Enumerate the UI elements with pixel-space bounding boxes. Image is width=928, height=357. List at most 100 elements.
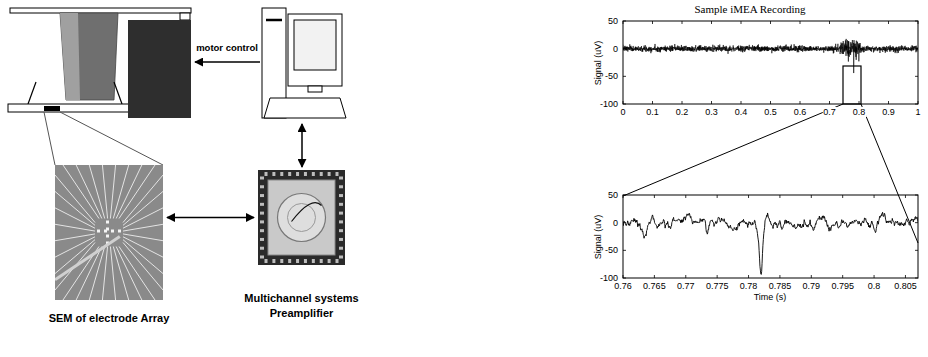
stage-illustration <box>180 13 190 20</box>
zoom-box <box>623 104 843 196</box>
sem-image <box>63 165 99 219</box>
preamp-photo <box>339 247 343 250</box>
tick-label: 0.77 <box>676 281 696 291</box>
sem-image <box>55 165 163 300</box>
tick-mark <box>915 250 918 251</box>
tick-mark <box>652 21 653 24</box>
tick-mark <box>915 195 918 196</box>
tick-label: 0.3 <box>704 107 719 117</box>
preamp-photo <box>258 170 345 265</box>
tick-mark <box>811 195 812 198</box>
tick-label: 50 <box>607 16 619 26</box>
computer-icon <box>264 98 346 118</box>
tick-mark <box>623 21 918 278</box>
signal-trace <box>623 39 918 73</box>
plot-frame <box>623 21 918 104</box>
image-caption: SEM of electrode Array <box>49 311 170 326</box>
preamp-photo <box>260 229 264 232</box>
stage-illustration <box>28 82 36 104</box>
sem-image <box>123 240 163 274</box>
preamp-photo <box>339 194 343 197</box>
sem-image <box>113 247 128 301</box>
tick-mark <box>905 195 906 198</box>
tick-label: 0.8 <box>867 281 882 291</box>
preamp-photo <box>328 259 331 263</box>
tick-mark <box>623 104 626 105</box>
sem-image: SEM of electrode Array <box>55 165 163 300</box>
tick-mark <box>682 101 683 104</box>
preamp-photo <box>258 170 345 265</box>
sem-image <box>111 230 114 233</box>
preamp-photo <box>339 185 343 188</box>
sem-image <box>102 247 107 301</box>
tick-mark <box>652 101 653 104</box>
tick-mark <box>874 195 875 198</box>
sem-image <box>123 237 163 257</box>
tick-label: 0 <box>612 217 619 227</box>
sem-image <box>55 191 95 225</box>
axis-title: Time (s) <box>753 292 788 302</box>
signal-trace <box>623 212 918 274</box>
tick-mark <box>779 275 780 278</box>
tick-label: 0.9 <box>881 107 896 117</box>
tick-label: 0 <box>619 107 626 117</box>
preamp-photo <box>268 180 335 255</box>
preamp-photo <box>339 238 343 241</box>
sem-image <box>106 221 109 224</box>
sem-image <box>123 191 163 225</box>
sem-image <box>113 165 128 219</box>
tick-label: 0.8 <box>852 107 867 117</box>
sem-image <box>116 247 142 301</box>
preamp-photo <box>320 172 323 176</box>
sem-image <box>55 237 95 257</box>
preamp-photo: Multichannel systems Preamplifier <box>258 170 345 265</box>
tick-mark <box>918 21 919 24</box>
stage-illustration <box>10 8 191 13</box>
tick-mark <box>811 275 812 278</box>
tick-mark <box>623 275 624 278</box>
preamp-photo <box>339 229 343 232</box>
tick-mark <box>741 21 742 24</box>
tick-mark <box>918 101 919 104</box>
sem-image <box>55 165 163 300</box>
arrow-label: motor control <box>195 43 259 54</box>
tick-mark <box>685 275 686 278</box>
sem-image <box>116 165 142 219</box>
stage-illustration <box>60 13 80 100</box>
motor-box <box>128 20 191 118</box>
preamp-photo <box>260 220 264 223</box>
computer-icon <box>294 20 336 70</box>
tick-mark <box>888 101 889 104</box>
preamp-photo <box>304 259 307 263</box>
sem-image <box>110 165 115 219</box>
tick-mark <box>741 101 742 104</box>
stage-illustration <box>8 104 130 112</box>
plot-frame <box>623 195 918 278</box>
tick-mark <box>717 195 718 198</box>
tick-mark <box>623 21 624 24</box>
tick-label: 0.785 <box>768 281 793 291</box>
tick-mark <box>888 21 889 24</box>
sem-image <box>106 235 109 238</box>
tick-mark <box>770 21 771 24</box>
tick-mark <box>800 101 801 104</box>
sem-image <box>123 224 163 231</box>
tick-mark <box>623 250 626 251</box>
preamp-photo <box>296 259 299 263</box>
preamp-photo <box>304 172 307 176</box>
preamp-photo <box>260 177 264 180</box>
tick-mark <box>915 278 918 279</box>
preamp-photo <box>339 256 343 259</box>
tick-mark <box>711 21 712 24</box>
tick-label: 1 <box>914 107 921 117</box>
tick-label: 0.775 <box>705 281 730 291</box>
zoom-leader-line <box>44 112 55 165</box>
tick-mark <box>748 195 749 198</box>
tick-label: 0.79 <box>802 281 822 291</box>
preamp-photo <box>328 172 331 176</box>
preamp-photo <box>339 177 343 180</box>
tick-mark <box>915 104 918 105</box>
preamp-photo <box>272 172 275 176</box>
zoom-leader-line <box>44 112 163 165</box>
